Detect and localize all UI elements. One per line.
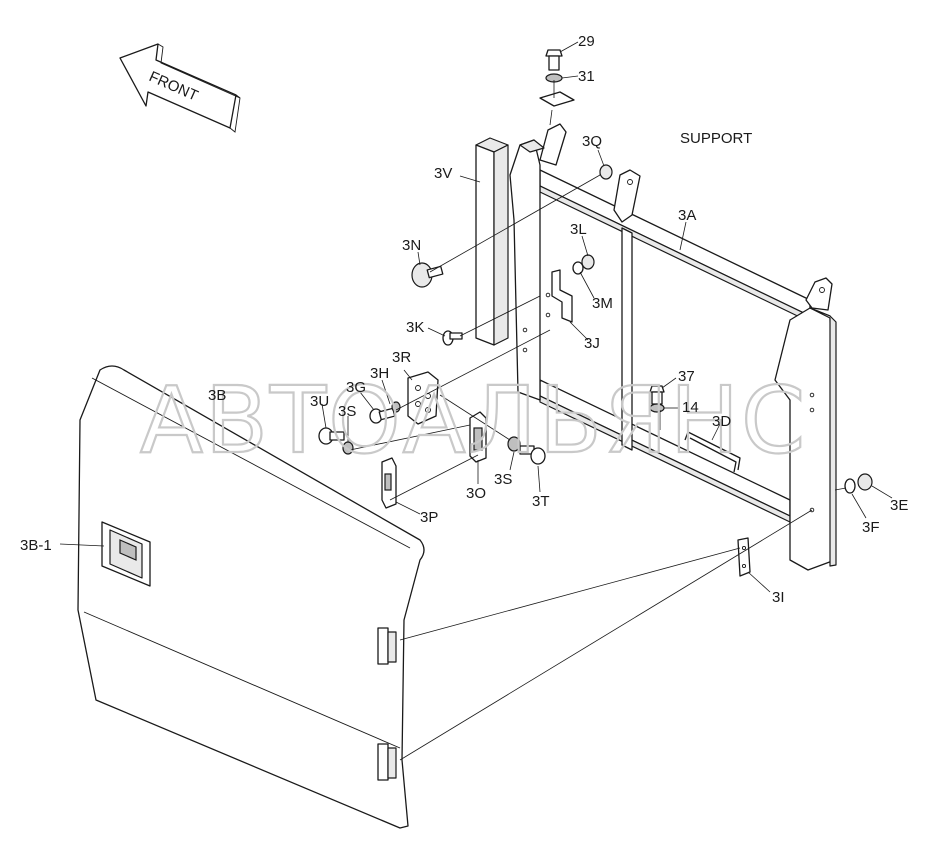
callout-3I: 3I	[772, 589, 785, 606]
washer-3S-right	[507, 436, 521, 452]
callout-3N: 3N	[402, 237, 421, 254]
callout-3R: 3R	[392, 349, 411, 366]
hinge-plate-3I	[737, 537, 751, 577]
screw-3K	[442, 330, 463, 346]
callout-3B-1: 3B-1	[20, 537, 52, 554]
support-frame	[509, 91, 837, 571]
callout-3E: 3E	[890, 497, 908, 514]
nut-3Q	[599, 164, 613, 180]
callout-29: 29	[578, 33, 595, 50]
callout-3L: 3L	[570, 221, 587, 238]
callout-3T: 3T	[532, 493, 550, 510]
nut-3L	[581, 254, 595, 270]
washer-3M	[572, 261, 584, 275]
callout-31: 31	[578, 68, 595, 85]
callout-37: 37	[678, 368, 695, 385]
callout-3G: 3G	[346, 379, 366, 396]
callout-3S-left: 3S	[338, 403, 356, 420]
callout-3D: 3D	[712, 413, 731, 430]
callout-3M: 3M	[592, 295, 613, 312]
callout-3H: 3H	[370, 365, 389, 382]
callout-3U: 3U	[310, 393, 329, 410]
callout-3P: 3P	[420, 509, 438, 526]
support-label: SUPPORT	[680, 130, 752, 147]
bolt-3G	[369, 401, 401, 424]
bolt-29	[545, 49, 563, 71]
callout-3K: 3K	[406, 319, 424, 336]
callout-14: 14	[682, 399, 699, 416]
assembly-lines	[59, 41, 893, 761]
pad-3V	[475, 137, 509, 346]
callout-3B: 3B	[208, 387, 226, 404]
handle-3D	[684, 431, 741, 473]
bracket-3J	[551, 269, 573, 323]
watermark: АВТОАЛЬЯНС	[140, 367, 807, 474]
callout-3S-right: 3S	[494, 471, 512, 488]
front-arrow: FRONT	[119, 43, 241, 133]
door-panel-3B	[77, 365, 425, 829]
callout-3A: 3A	[678, 207, 696, 224]
callout-3O: 3O	[466, 485, 486, 502]
nut-3E	[857, 473, 873, 491]
callout-3V: 3V	[434, 165, 452, 182]
callout-3Q: 3Q	[582, 133, 602, 150]
bolt-3U	[318, 427, 345, 445]
bolt-3T	[519, 445, 546, 465]
callout-3F: 3F	[862, 519, 880, 536]
knob-3N	[411, 262, 444, 288]
callout-3J: 3J	[584, 335, 600, 352]
washer-3F	[844, 478, 856, 494]
